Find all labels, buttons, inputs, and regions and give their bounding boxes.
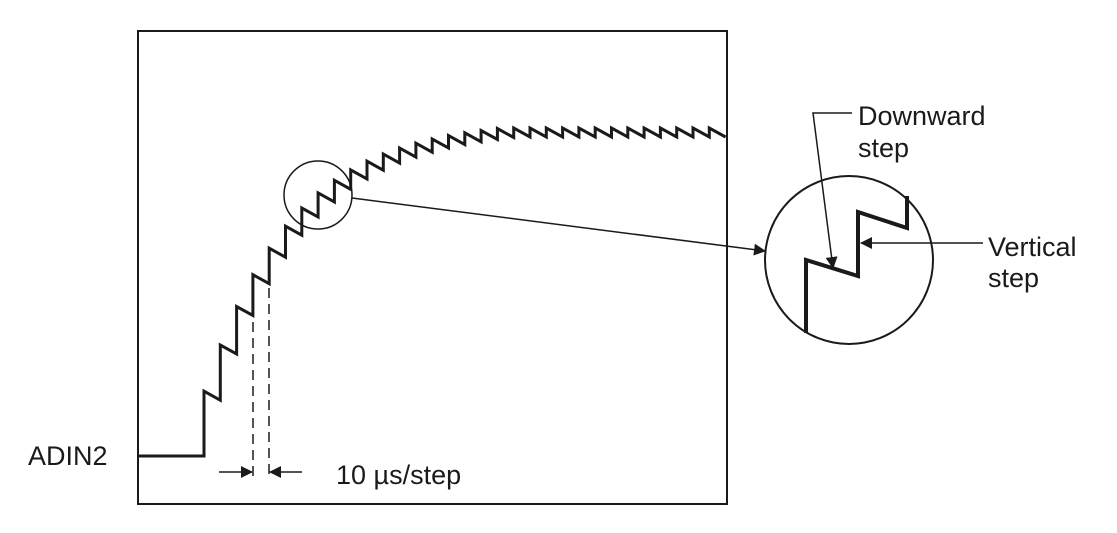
step-interval-markers bbox=[219, 288, 302, 480]
staircase-waveform bbox=[138, 125, 727, 458]
downward-step-callout: Downward step bbox=[812, 101, 993, 269]
scope-frame bbox=[137, 30, 728, 505]
magnifier-callout bbox=[283, 160, 934, 345]
downward-step-line1: Downward bbox=[858, 101, 986, 131]
downward-step-leader bbox=[812, 112, 852, 269]
downward-step-label: Downward step bbox=[858, 101, 993, 163]
vertical-step-label: Vertical step bbox=[988, 232, 1084, 293]
step-interval-label: 10 µs/step bbox=[336, 460, 461, 490]
focus-circle bbox=[283, 160, 353, 230]
downward-step-line2: step bbox=[858, 133, 909, 163]
vertical-step-line1: Vertical bbox=[988, 232, 1077, 262]
vertical-step-line2: step bbox=[988, 263, 1039, 293]
zoom-circle bbox=[764, 175, 934, 345]
vertical-step-callout: Vertical step bbox=[860, 232, 1084, 293]
zoomed-waveform bbox=[804, 196, 909, 333]
signal-label: ADIN2 bbox=[28, 441, 108, 471]
magnify-pointer bbox=[351, 197, 766, 256]
